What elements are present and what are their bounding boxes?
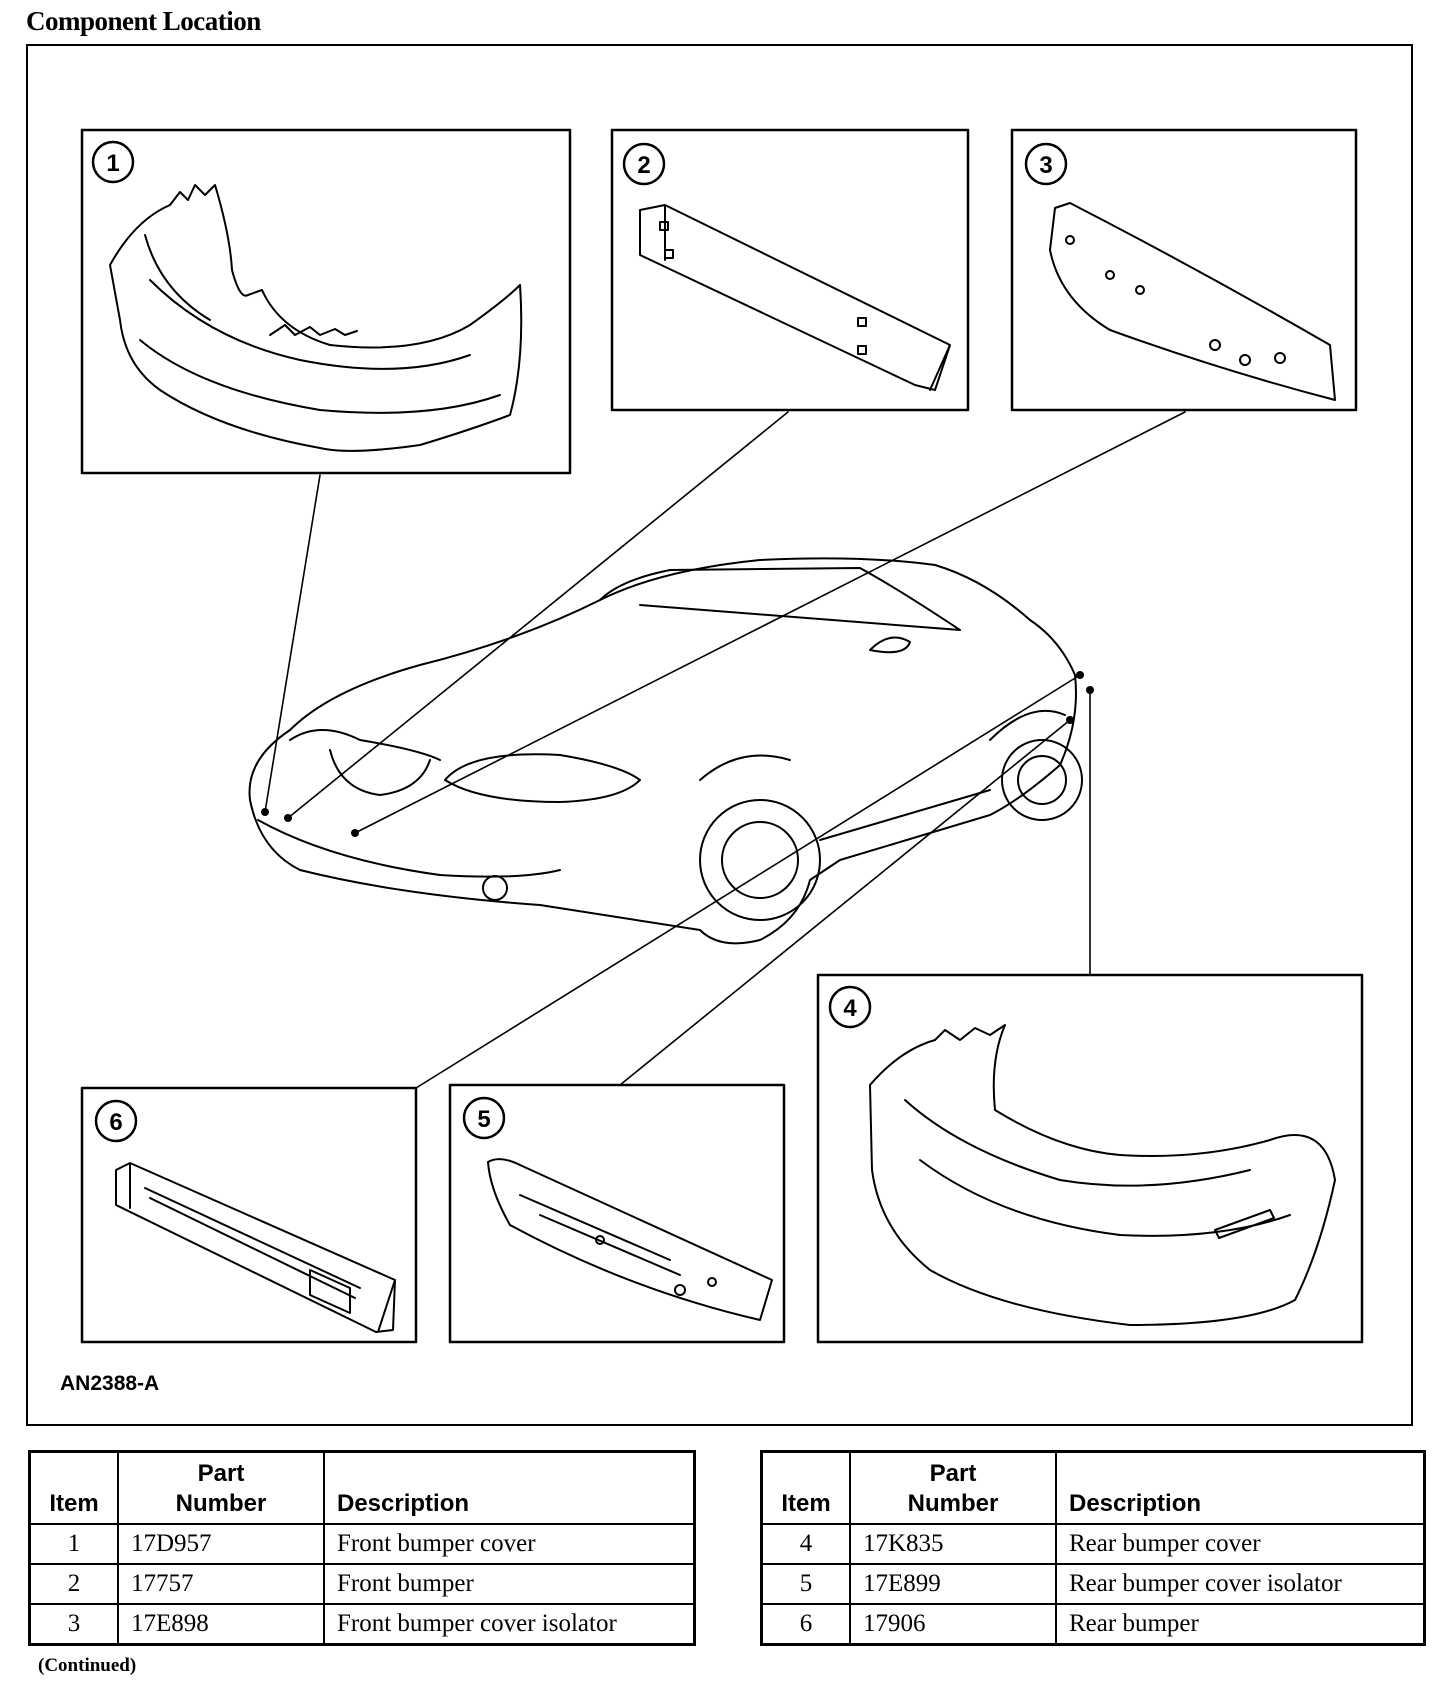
- callout-circle-2: [622, 142, 666, 186]
- callout-6: 6: [109, 1109, 122, 1136]
- component-diagram: 1 2 3 4 5 6: [80, 128, 1364, 1344]
- table-row: 3 17E898 Front bumper cover isolator: [28, 1602, 696, 1645]
- callout-circle-3: [1024, 142, 1068, 186]
- page-title: Component Location: [26, 6, 261, 36]
- table-row: 5 17E899 Rear bumper cover isolator: [760, 1562, 1426, 1605]
- callout-5: 5: [477, 1106, 490, 1133]
- header-item: Item: [28, 1450, 119, 1525]
- header-item: Item: [760, 1450, 851, 1525]
- callout-3: 3: [1039, 152, 1052, 179]
- callout-4: 4: [843, 995, 857, 1022]
- panel-front-bumper-cover-isolator: [1010, 128, 1358, 412]
- callout-1: 1: [106, 150, 119, 177]
- callout-circle-6: [94, 1099, 138, 1143]
- table-row: 1 17D957 Front bumper cover: [28, 1522, 696, 1565]
- callout-2: 2: [637, 152, 650, 179]
- continued-note: (Continued): [38, 1655, 137, 1676]
- header-description: Description: [1055, 1450, 1426, 1525]
- panel-front-bumper-cover: [80, 128, 572, 475]
- table-row: 2 17757 Front bumper: [28, 1562, 696, 1605]
- table-row: 6 17906 Rear bumper: [760, 1602, 1426, 1645]
- panel-rear-bumper: [80, 1086, 418, 1344]
- panel-rear-bumper-cover-isolator: [448, 1083, 786, 1344]
- callout-circle-5: [462, 1096, 506, 1140]
- diagram-frame: [26, 44, 1413, 1426]
- vehicle-illustration: [248, 557, 1083, 945]
- header-description: Description: [323, 1450, 696, 1525]
- callout-circle-1: [91, 140, 135, 184]
- callout-circle-4: [828, 985, 872, 1029]
- table-row: 4 17K835 Rear bumper cover: [760, 1522, 1426, 1565]
- panel-front-bumper: [610, 128, 970, 412]
- panel-rear-bumper-cover: [816, 973, 1364, 1344]
- leader-lines: [264, 411, 1186, 1089]
- figure-code: AN2388-A: [60, 1372, 160, 1395]
